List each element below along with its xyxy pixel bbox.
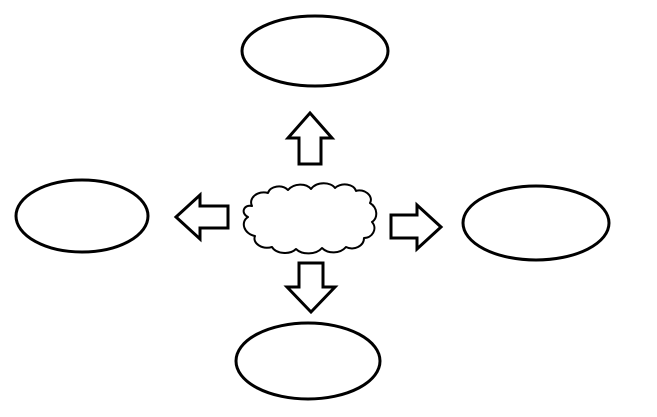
node-left-ellipse	[14, 178, 150, 254]
node-left	[14, 178, 150, 254]
node-right	[461, 184, 611, 262]
arrow-down	[283, 261, 339, 315]
node-bottom-ellipse	[234, 321, 382, 401]
center-cloud-shape	[242, 182, 378, 255]
node-top-ellipse	[240, 14, 390, 88]
node-right-ellipse	[461, 184, 611, 262]
arrow-right	[389, 201, 444, 253]
node-top	[240, 14, 390, 88]
arrow-up	[284, 110, 336, 166]
center-cloud	[242, 182, 378, 255]
arrow-left	[173, 191, 230, 243]
node-bottom	[234, 321, 382, 401]
